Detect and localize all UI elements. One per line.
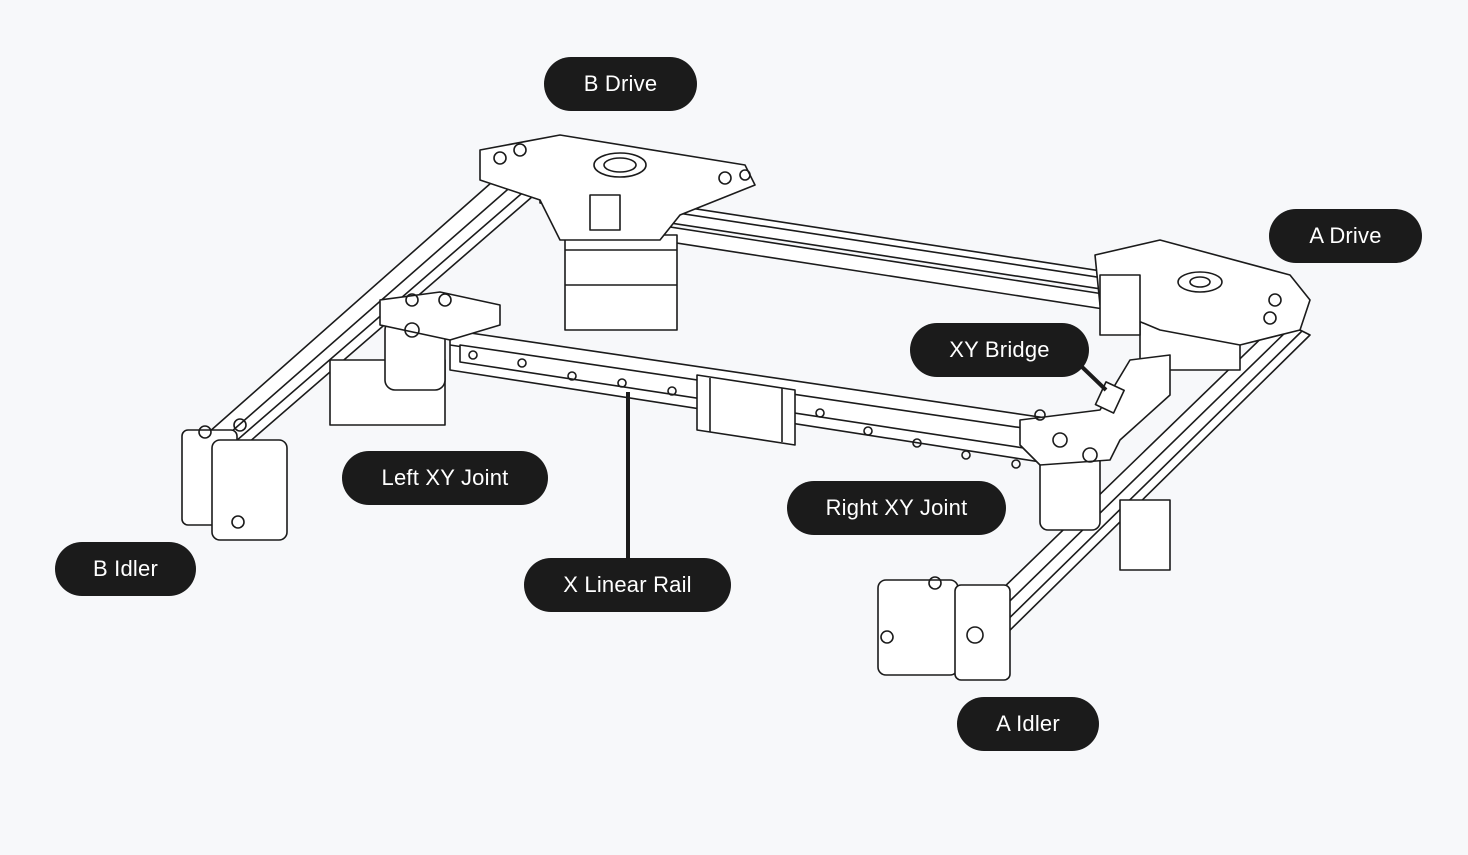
label-right-xy-joint: Right XY Joint xyxy=(787,481,1006,535)
a-idler-drawing xyxy=(877,576,1011,681)
label-xy-bridge: XY Bridge xyxy=(910,323,1089,377)
left-xy-joint-drawing xyxy=(329,291,501,426)
right-xy-joint-drawing xyxy=(1019,354,1171,571)
label-b-drive: B Drive xyxy=(544,57,697,111)
label-left-xy-joint: Left XY Joint xyxy=(342,451,548,505)
xy-bridge-leader-line xyxy=(1078,363,1108,392)
b-idler-drawing xyxy=(181,418,288,541)
b-drive-assembly xyxy=(479,134,756,331)
label-x-linear-rail: X Linear Rail xyxy=(524,558,731,612)
label-a-idler: A Idler xyxy=(957,697,1099,751)
label-a-drive: A Drive xyxy=(1269,209,1422,263)
label-b-idler: B Idler xyxy=(55,542,196,596)
x-linear-rail-drawing xyxy=(449,329,1061,469)
